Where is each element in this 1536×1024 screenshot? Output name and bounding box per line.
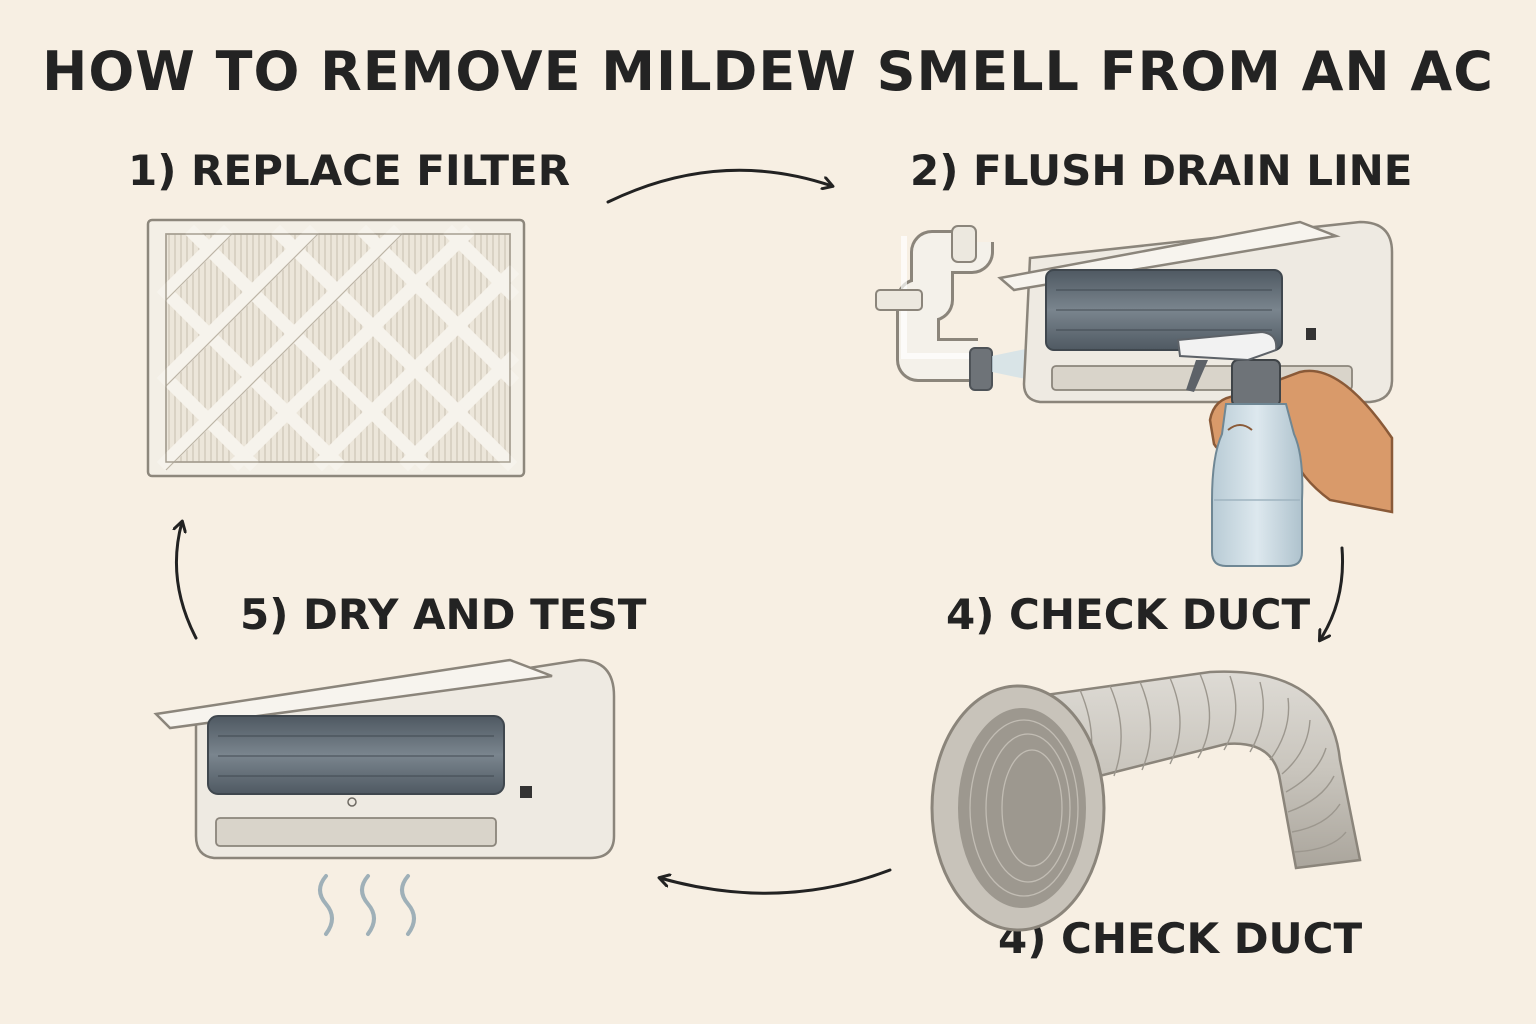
arrow-duct-to-dry — [660, 868, 892, 895]
flow-arrows — [176, 168, 1344, 895]
flexible-duct-illustration — [930, 670, 1362, 932]
spray-bottle-hand-illustration — [1176, 330, 1394, 567]
step-label-replace-filter: 1) REPLACE FILTER — [128, 146, 571, 195]
arrow-filter-to-drain — [606, 168, 832, 204]
arrow-dry-to-filter — [176, 522, 198, 640]
dry-air-waves-icon — [318, 874, 416, 936]
diagram-title: HOW TO REMOVE MILDEW SMELL FROM AN AC — [42, 40, 1494, 103]
wall-ac-unit-bottom — [153, 658, 616, 936]
step-label-dry-and-test: 5) DRY AND TEST — [240, 590, 647, 639]
step-label-check-duct: 4) CHECK DUCT — [946, 590, 1311, 639]
step-label-flush-drain-line: 2) FLUSH DRAIN LINE — [910, 146, 1413, 195]
arrow-drain-to-duct — [1320, 546, 1344, 640]
step-label-check-duct-bottom: 4) CHECK DUCT — [998, 914, 1363, 963]
drain-pipe-illustration — [875, 225, 1040, 391]
air-filter-illustration — [146, 218, 526, 478]
